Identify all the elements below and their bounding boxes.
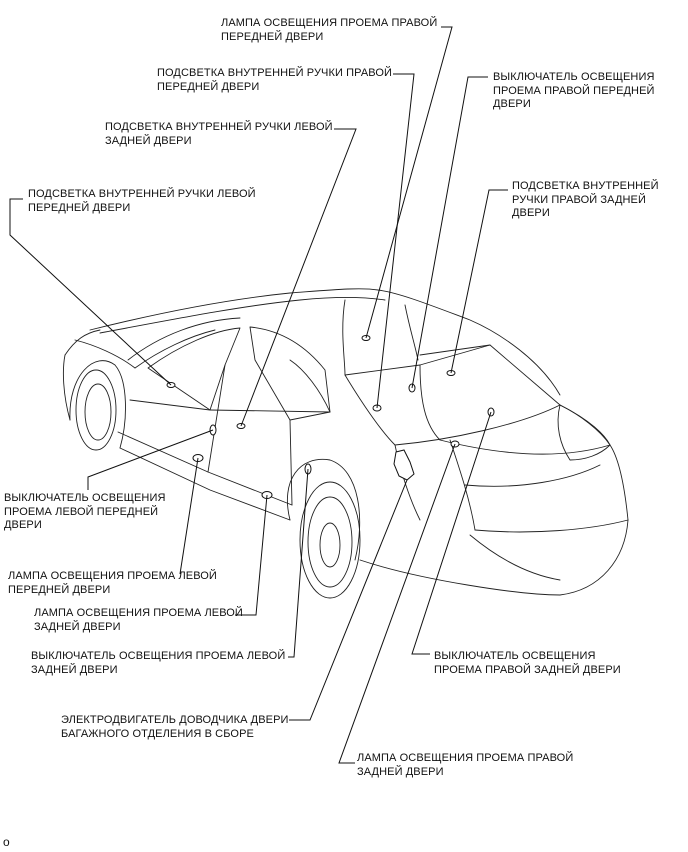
leader-right-rear-courtesy-lamp <box>338 443 456 764</box>
leader-right-front-inner-handle-light <box>376 73 415 409</box>
label-left-rear-courtesy-switch: ВЫКЛЮЧАТЕЛЬ ОСВЕЩЕНИЯ ПРОЕМА ЛЕВОЙ ЗАДНЕ… <box>31 650 286 676</box>
label-left-front-inner-handle-light: ПОДСВЕТКА ВНУТРЕННЕЙ РУЧКИ ЛЕВОЙ ПЕРЕДНЕ… <box>28 188 256 214</box>
marker-trunk-closer-motor <box>393 449 415 481</box>
label-right-front-inner-handle-light: ПОДСВЕТКА ВНУТРЕННЕЙ РУЧКИ ПРАВОЙ ПЕРЕДН… <box>157 67 393 93</box>
leader-left-rear-courtesy-switch <box>288 468 309 658</box>
label-trunk-closer-motor: ЭЛЕКТРОДВИГАТЕЛЬ ДОВОДЧИКА ДВЕРИ БАГАЖНО… <box>61 714 289 740</box>
leader-left-front-courtesy-lamp <box>179 457 199 575</box>
leader-trunk-closer-motor <box>289 479 408 721</box>
leader-right-front-courtesy-lamp <box>365 26 453 339</box>
leader-left-front-courtesy-switch <box>87 429 214 490</box>
label-right-rear-courtesy-lamp: ЛАМПА ОСВЕЩЕНИЯ ПРОЕМА ПРАВОЙ ЗАДНЕЙ ДВЕ… <box>357 752 574 778</box>
leader-left-rear-inner-handle-light <box>240 128 357 427</box>
label-left-rear-courtesy-lamp: ЛАМПА ОСВЕЩЕНИЯ ПРОЕМА ЛЕВОЙ ЗАДНЕЙ ДВЕР… <box>34 607 243 633</box>
leader-left-rear-courtesy-lamp <box>235 494 268 616</box>
label-right-front-courtesy-lamp: ЛАМПА ОСВЕЩЕНИЯ ПРОЕМА ПРАВОЙ ПЕРЕДНЕЙ Д… <box>221 17 438 43</box>
label-left-rear-inner-handle-light: ПОДСВЕТКА ВНУТРЕННЕЙ РУЧКИ ЛЕВОЙ ЗАДНЕЙ … <box>105 121 333 147</box>
leader-left-front-inner-handle-light <box>9 198 172 386</box>
label-left-front-courtesy-switch: ВЫКЛЮЧАТЕЛЬ ОСВЕЩЕНИЯ ПРОЕМА ЛЕВОЙ ПЕРЕД… <box>4 492 166 531</box>
leader-right-rear-courtesy-switch <box>411 411 492 655</box>
component-markers <box>166 335 495 499</box>
footer-mark: o <box>3 835 10 849</box>
leader-right-front-courtesy-switch <box>411 76 488 389</box>
leader-lines <box>9 26 508 764</box>
label-left-front-courtesy-lamp: ЛАМПА ОСВЕЩЕНИЯ ПРОЕМА ЛЕВОЙ ПЕРЕДНЕЙ ДВ… <box>8 570 217 596</box>
car-body-outline <box>62 288 629 599</box>
label-right-front-courtesy-switch: ВЫКЛЮЧАТЕЛЬ ОСВЕЩЕНИЯ ПРОЕМА ПРАВОЙ ПЕРЕ… <box>493 71 655 110</box>
label-right-rear-courtesy-switch: ВЫКЛЮЧАТЕЛЬ ОСВЕЩЕНИЯ ПРОЕМА ПРАВОЙ ЗАДН… <box>434 650 621 676</box>
label-right-rear-inner-handle-light: ПОДСВЕТКА ВНУТРЕННЕЙ РУЧКИ ПРАВОЙ ЗАДНЕЙ… <box>512 180 659 219</box>
leader-right-rear-inner-handle-light <box>450 189 508 374</box>
